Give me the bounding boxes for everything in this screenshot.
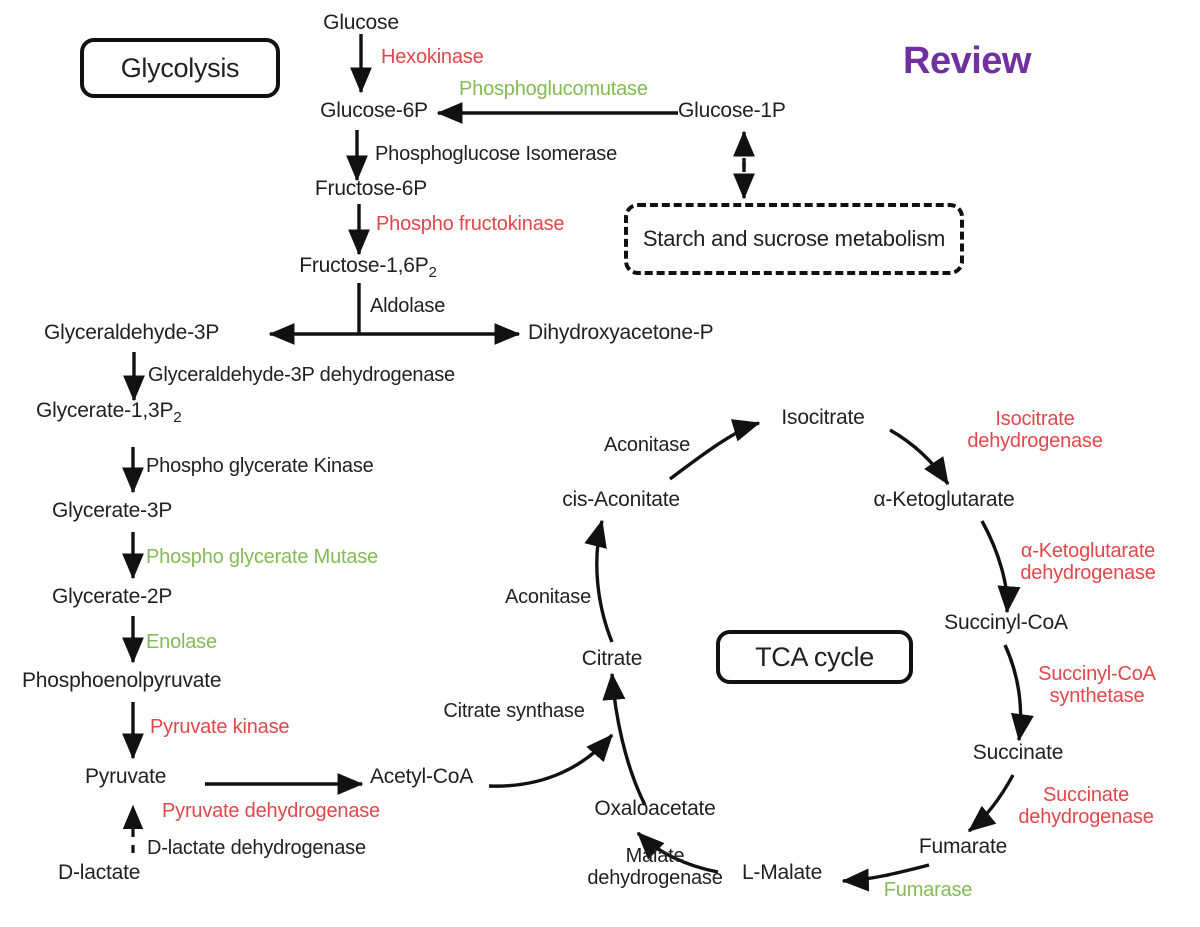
metabolite-fructose-1-6p2: Fructose-1,6P2 [299, 254, 437, 282]
enzyme-succinate-dehydrogenase: Succinate dehydrogenase [1018, 784, 1153, 829]
enzyme-phosphoglucose-isomerase: Phosphoglucose Isomerase [375, 143, 618, 165]
metabolite-succinate: Succinate [972, 741, 1064, 764]
arrow-succinate-to-fumarate [967, 774, 1015, 833]
enzyme-alpha-ketoglutarate-dehydrogenase-line2: dehydrogenase [1020, 562, 1156, 585]
metabolite-d-lactate: D-lactate [58, 861, 141, 884]
metabolite-glycerate-1-3p2-subscript: 2 [173, 409, 182, 427]
starch-sucrose-metabolism-box[interactable]: Starch and sucrose metabolism [624, 203, 964, 275]
metabolite-oxaloacetate: Oxaloacetate [594, 797, 716, 820]
enzyme-d-lactate-dehydrogenase: D-lactate dehydrogenase [147, 837, 366, 859]
metabolite-fructose-6p: Fructose-6P [314, 177, 428, 200]
enzyme-hexokinase: Hexokinase [381, 46, 484, 68]
enzyme-succinyl-coa-synthetase: Succinyl-CoA synthetase [1038, 663, 1156, 708]
glycolysis-title-label: Glycolysis [120, 52, 240, 83]
metabolite-glucose-1p: Glucose-1P [678, 99, 786, 122]
tca-cycle-title-label: TCA cycle [755, 641, 874, 672]
enzyme-isocitrate-dehydrogenase: Isocitrate dehydrogenase [967, 408, 1102, 453]
enzyme-phosphoglucomutase: Phosphoglucomutase [459, 78, 648, 100]
metabolite-citrate: Citrate [581, 647, 643, 670]
metabolite-fructose-1-6p2-text: Fructose-1,6P [299, 254, 429, 277]
enzyme-aconitase-lower: Aconitase [504, 586, 592, 608]
arrow-oxaloacetate-to-citrate [602, 672, 647, 806]
enzyme-alpha-ketoglutarate-dehydrogenase-line1: α-Ketoglutarate [1020, 540, 1156, 562]
tca-cycle-title-box: TCA cycle [716, 630, 913, 684]
enzyme-phospho-fructokinase: Phospho fructokinase [376, 213, 565, 235]
metabolite-glucose: Glucose [323, 11, 399, 34]
enzyme-malate-dehydrogenase: Malate dehydrogenase [587, 845, 722, 890]
enzyme-citrate-synthase: Citrate synthase [443, 700, 585, 722]
metabolite-fumarate: Fumarate [918, 835, 1008, 858]
starch-sucrose-metabolism-label: Starch and sucrose metabolism [642, 226, 946, 252]
metabolite-acetyl-coa: Acetyl-CoA [370, 765, 474, 788]
metabolite-glycerate-1-3p2-text: Glycerate-1,3P [36, 399, 174, 422]
arrow-ketoglutarate-to-succinylcoa [980, 520, 1021, 614]
enzyme-fumarase: Fumarase [883, 879, 973, 901]
metabolite-phosphoenolpyruvate: Phosphoenolpyruvate [22, 669, 222, 692]
enzyme-succinyl-coa-synthetase-line1: Succinyl-CoA [1038, 663, 1156, 685]
arrow-acetylcoa-to-citrate-join [488, 733, 614, 788]
arrow-citrate-to-cisaconitate [584, 519, 614, 643]
metabolite-glycerate-3p: Glycerate-3P [52, 499, 173, 522]
enzyme-enolase: Enolase [146, 631, 217, 653]
metabolite-fructose-1-6p2-subscript: 2 [428, 264, 437, 282]
enzyme-glyceraldehyde-3p-dehydrogenase: Glyceraldehyde-3P dehydrogenase [148, 364, 455, 386]
arrow-succinylcoa-to-succinate [1003, 644, 1034, 742]
metabolite-glycerate-2p: Glycerate-2P [52, 585, 173, 608]
metabolite-succinyl-coa: Succinyl-CoA [944, 611, 1068, 634]
metabolite-glycerate-1-3p2: Glycerate-1,3P2 [36, 399, 182, 427]
enzyme-isocitrate-dehydrogenase-line1: Isocitrate [995, 408, 1075, 430]
metabolite-cis-aconitate: cis-Aconitate [562, 488, 680, 511]
enzyme-alpha-ketoglutarate-dehydrogenase: α-Ketoglutarate dehydrogenase [1020, 540, 1155, 585]
enzyme-succinyl-coa-synthetase-line2: synthetase [1049, 685, 1145, 708]
metabolite-glucose-6p: Glucose-6P [320, 99, 428, 122]
metabolite-l-malate: L-Malate [741, 861, 823, 884]
metabolite-dihydroxyacetone-p: Dihydroxyacetone-P [528, 321, 714, 344]
metabolite-alpha-ketoglutarate: α-Ketoglutarate [873, 488, 1015, 511]
enzyme-isocitrate-dehydrogenase-line2: dehydrogenase [967, 430, 1103, 453]
metabolite-pyruvate: Pyruvate [85, 765, 167, 788]
enzyme-malate-dehydrogenase-line1: Malate [625, 845, 685, 867]
enzyme-malate-dehydrogenase-line2: dehydrogenase [587, 867, 723, 890]
enzyme-phospho-glycerate-mutase: Phospho glycerate Mutase [146, 546, 379, 568]
enzyme-pyruvate-kinase: Pyruvate kinase [150, 716, 290, 738]
enzyme-succinate-dehydrogenase-line2: dehydrogenase [1018, 806, 1154, 829]
enzyme-pyruvate-dehydrogenase: Pyruvate dehydrogenase [162, 800, 380, 822]
enzyme-aconitase-upper: Aconitase [603, 434, 691, 456]
arrow-isocitrate-to-ketoglutarate [889, 428, 950, 486]
enzyme-aldolase: Aldolase [370, 295, 446, 317]
review-watermark: Review [903, 40, 1031, 82]
enzyme-succinate-dehydrogenase-line1: Succinate [1042, 784, 1130, 806]
metabolite-glyceraldehyde-3p: Glyceraldehyde-3P [44, 321, 220, 344]
metabolite-isocitrate: Isocitrate [781, 406, 865, 429]
glycolysis-title-box: Glycolysis [80, 38, 280, 98]
enzyme-phospho-glycerate-kinase: Phospho glycerate Kinase [146, 455, 374, 477]
